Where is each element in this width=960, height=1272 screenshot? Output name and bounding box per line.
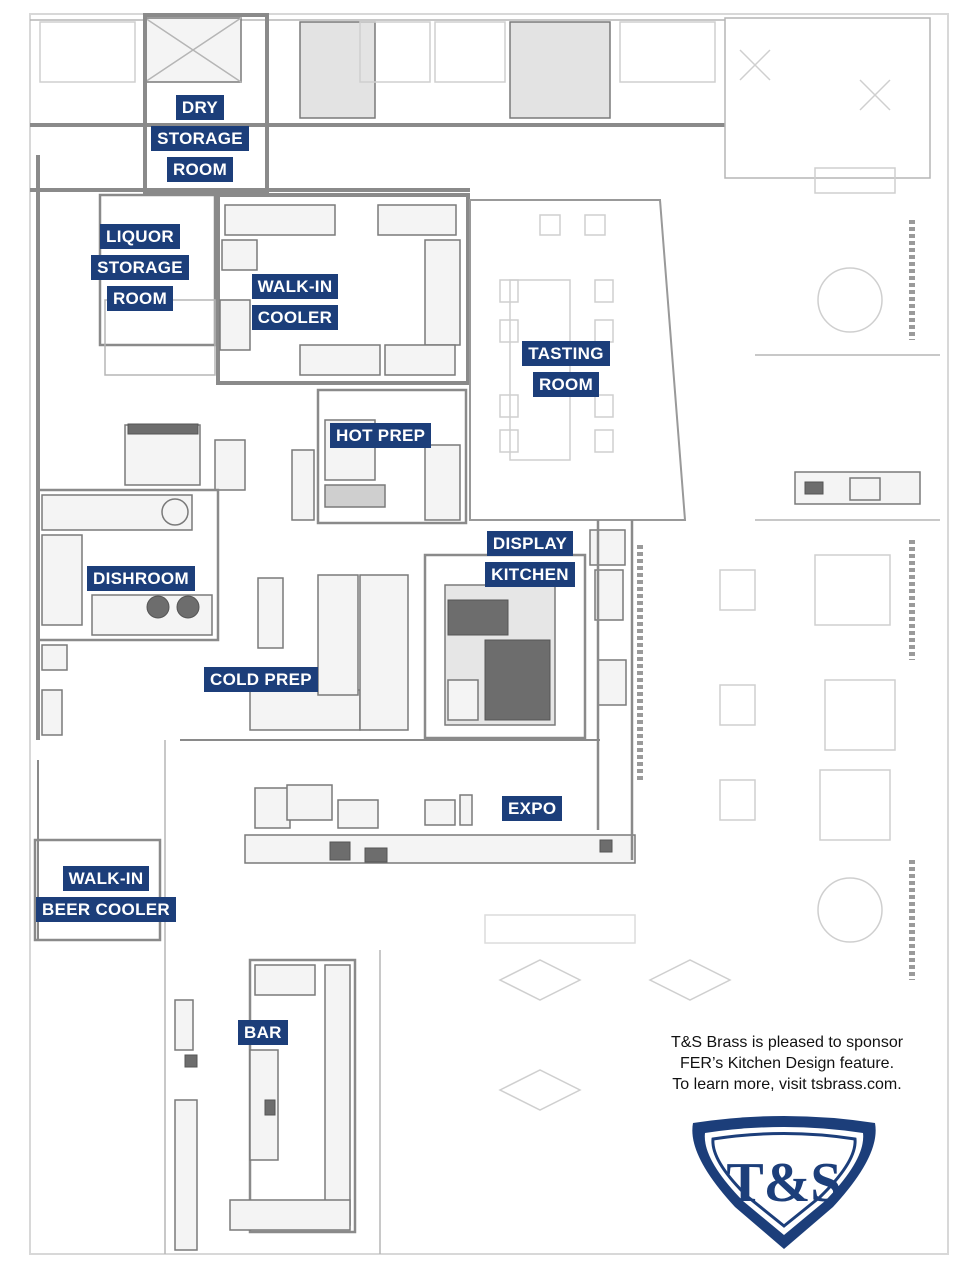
tasting-room-label: TASTING ROOM (516, 341, 616, 397)
walk-in-cooler-label: WALK-IN COOLER (245, 274, 345, 330)
display-kitchen-label-line-1: DISPLAY (486, 531, 574, 556)
sponsor-note: T&S Brass is pleased to sponsor FER’s Ki… (628, 1032, 946, 1095)
walk-in-cooler-label-line-1: WALK-IN (251, 274, 339, 299)
walk-in-beer-cooler-label: WALK-IN BEER COOLER (35, 866, 177, 922)
liquor-storage-label-line-1: LIQUOR (100, 224, 180, 249)
walk-in-cooler-label-line-2: COOLER (251, 305, 339, 330)
dry-storage-label-line-3: ROOM (166, 157, 234, 182)
tasting-room-label-line-1: TASTING (522, 341, 610, 366)
dry-storage-label-line-2: STORAGE (151, 126, 249, 151)
hot-prep-label: HOT PREP (330, 423, 432, 448)
liquor-storage-label-line-3: ROOM (106, 286, 174, 311)
liquor-storage-room-label: LIQUOR STORAGE ROOM (90, 224, 190, 311)
bar-label: BAR (238, 1020, 288, 1045)
walk-in-beer-cooler-label-line-2: BEER COOLER (36, 897, 176, 922)
dry-storage-label-line-1: DRY (175, 95, 225, 120)
sponsor-line-1: T&S Brass is pleased to sponsor (670, 1034, 904, 1051)
sponsor-line-2: FER’s Kitchen Design feature. (679, 1055, 895, 1072)
walk-in-beer-cooler-label-line-1: WALK-IN (62, 866, 150, 891)
liquor-storage-label-line-2: STORAGE (91, 255, 189, 280)
expo-label: EXPO (502, 796, 563, 821)
ts-brass-logo: T&S (692, 1116, 876, 1249)
display-kitchen-label-line-2: KITCHEN (485, 562, 575, 587)
dry-storage-room-label: DRY STORAGE ROOM (150, 95, 250, 182)
cold-prep-label: COLD PREP (204, 667, 318, 692)
dishroom-label: DISHROOM (87, 566, 195, 591)
display-kitchen-label: DISPLAY KITCHEN (480, 531, 580, 587)
logo-text: T&S (726, 1152, 841, 1214)
sponsor-line-3: To learn more, visit tsbrass.com. (672, 1076, 902, 1093)
tasting-room-label-line-2: ROOM (532, 372, 600, 397)
